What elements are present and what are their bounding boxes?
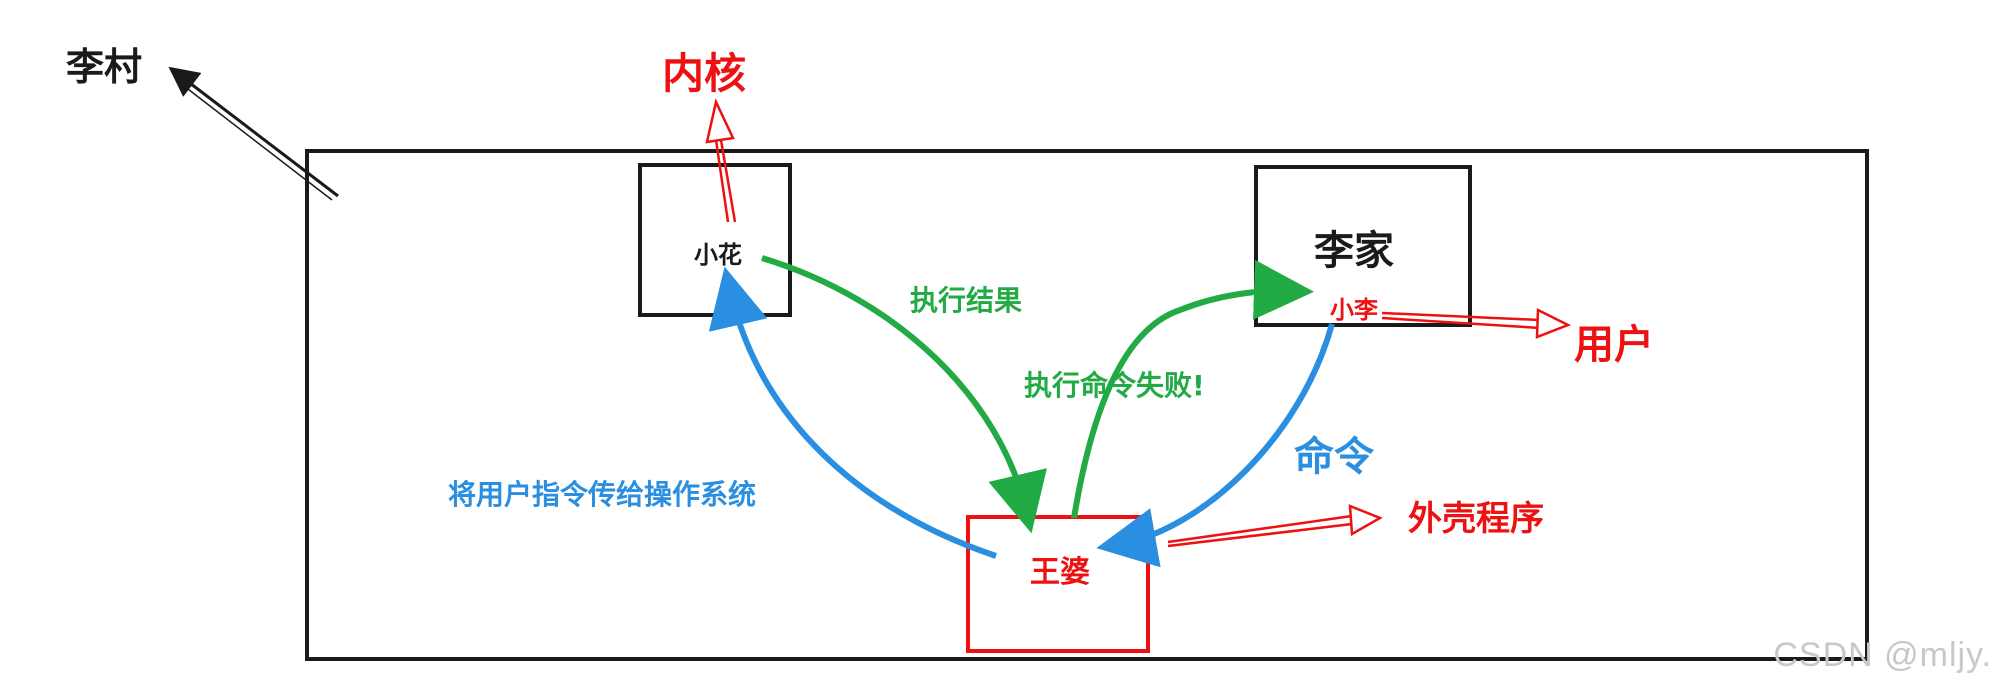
xiaoli-label: 小李: [1330, 296, 1378, 324]
kernel-label: 内核: [662, 49, 746, 98]
pass-instruction-label: 将用户指令传给操作系统: [448, 478, 756, 511]
user-hollow-arrow: [1381, 308, 1572, 339]
xiaohua-label: 小花: [694, 241, 742, 269]
shell-program-hollow-arrow: [1167, 504, 1383, 548]
csdn-watermark: CSDN @mljy.: [1773, 636, 1992, 674]
command-arrow: [1096, 323, 1335, 568]
wangpo-label: 王婆: [1030, 555, 1090, 590]
village-pointer-arrow-shadow: [183, 85, 333, 201]
lijia-label: 李家: [1314, 228, 1394, 274]
village-label: 李村: [66, 45, 142, 89]
xiaohua-box: [638, 163, 792, 317]
user-label: 用户: [1574, 322, 1654, 368]
command-label: 命令: [1294, 434, 1375, 480]
shell-program-label: 外壳程序: [1408, 499, 1544, 539]
lijia-box: [1254, 165, 1472, 327]
exec-fail-arrow: [1071, 259, 1314, 519]
wangpo-box: [966, 515, 1150, 653]
exec-result-label: 执行结果: [910, 284, 1022, 317]
pass-instruction-arrow: [708, 266, 997, 559]
exec-result-arrow: [761, 255, 1047, 534]
exec-fail-label: 执行命令失败!: [1024, 369, 1205, 402]
village-pointer-arrow: [168, 66, 339, 198]
kernel-hollow-arrow: [705, 98, 737, 223]
village-box: [305, 149, 1869, 661]
